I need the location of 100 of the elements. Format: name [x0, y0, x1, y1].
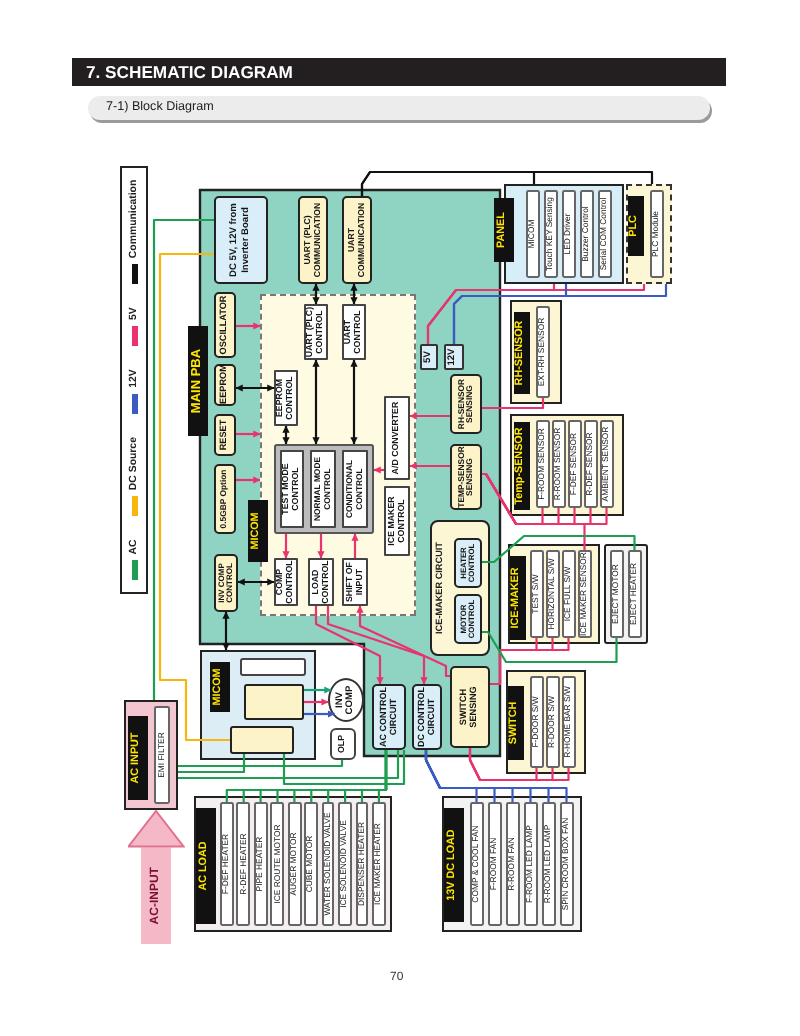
arrow [237, 578, 275, 586]
micom-area-panel [248, 294, 416, 616]
module-group-panel [506, 670, 586, 774]
component-block [524, 802, 537, 926]
connector-line [360, 170, 654, 196]
connector-line [482, 472, 586, 550]
component-block [506, 802, 519, 926]
function-block [214, 554, 238, 612]
connector-line [282, 750, 406, 786]
control-block [214, 196, 268, 284]
arrow [304, 698, 329, 706]
component-block [338, 802, 352, 926]
component-block [552, 420, 565, 508]
function-block [450, 374, 482, 434]
control-block [384, 486, 410, 556]
component-block [600, 420, 613, 508]
module-group-panel [200, 650, 316, 760]
arrow [236, 322, 261, 330]
component-block [560, 802, 573, 926]
module-group-panel [510, 300, 562, 404]
arrow [236, 430, 261, 438]
function-block [230, 726, 294, 754]
arrow [409, 412, 450, 420]
module-group-panel [510, 414, 624, 516]
component-block [584, 420, 597, 508]
component-block [580, 190, 594, 278]
connector-line [152, 218, 214, 700]
module-group-panel [494, 184, 624, 284]
component-block [372, 802, 386, 926]
arrow [356, 605, 450, 678]
component-block [536, 420, 549, 508]
component-block [536, 306, 550, 398]
component-block [220, 802, 234, 926]
arrow [312, 359, 320, 445]
component-block [470, 802, 483, 926]
connector-line [482, 398, 545, 410]
component-block [488, 802, 501, 926]
arrow [222, 611, 230, 651]
arrow [304, 686, 332, 694]
arrow [373, 466, 384, 474]
control-group-panel [274, 444, 374, 534]
function-block [214, 464, 236, 534]
function-block [342, 196, 372, 284]
connector-line [158, 252, 230, 742]
control-block [280, 450, 304, 528]
component-block [304, 802, 319, 926]
component-block [568, 420, 581, 508]
component-block [598, 190, 612, 278]
arrow [235, 384, 275, 392]
connector-line [178, 754, 246, 774]
arrow [304, 710, 336, 718]
component-block [610, 550, 623, 638]
component-block [546, 676, 559, 768]
arrow [236, 476, 261, 484]
block-arrow [127, 810, 185, 944]
function-block [214, 292, 236, 358]
section-title-bar: 7. SCHEMATIC DIAGRAM [72, 58, 726, 86]
control-block [372, 684, 406, 750]
component-block [650, 190, 664, 278]
connector-line [426, 284, 646, 344]
component-block [544, 190, 558, 278]
component-block [546, 550, 559, 638]
component-block [562, 190, 576, 278]
connector-line [452, 284, 668, 344]
function-block [214, 364, 236, 406]
component-block [628, 550, 641, 638]
arrow [282, 425, 290, 445]
component-block [526, 190, 540, 278]
circuit-group-panel [430, 520, 490, 656]
voltage-block [420, 344, 438, 370]
arrow [350, 359, 358, 445]
connector-line [178, 760, 344, 768]
module-group-panel [124, 700, 178, 810]
connector-line [482, 630, 618, 664]
component-block [530, 676, 543, 768]
connector-line [468, 748, 570, 782]
module-group-panel [626, 184, 672, 284]
module-group-panel [442, 796, 582, 932]
component-block [270, 802, 285, 926]
module-group-panel [194, 796, 392, 932]
arrow [350, 283, 358, 305]
component-block [154, 706, 170, 804]
function-block [244, 684, 304, 720]
function-block [298, 196, 328, 284]
module-group-panel [508, 544, 600, 644]
arrow [351, 533, 359, 558]
function-block [450, 666, 490, 748]
component-block [562, 676, 575, 768]
control-block [330, 728, 356, 760]
control-block [240, 658, 306, 676]
control-block [454, 538, 482, 588]
function-block [214, 414, 236, 456]
control-block [384, 396, 410, 480]
arrow [317, 534, 325, 559]
control-block [342, 450, 368, 528]
function-block [450, 444, 482, 510]
connector-line [178, 750, 400, 780]
arrow [282, 534, 290, 559]
component-block [236, 802, 251, 926]
arrow [409, 462, 450, 470]
